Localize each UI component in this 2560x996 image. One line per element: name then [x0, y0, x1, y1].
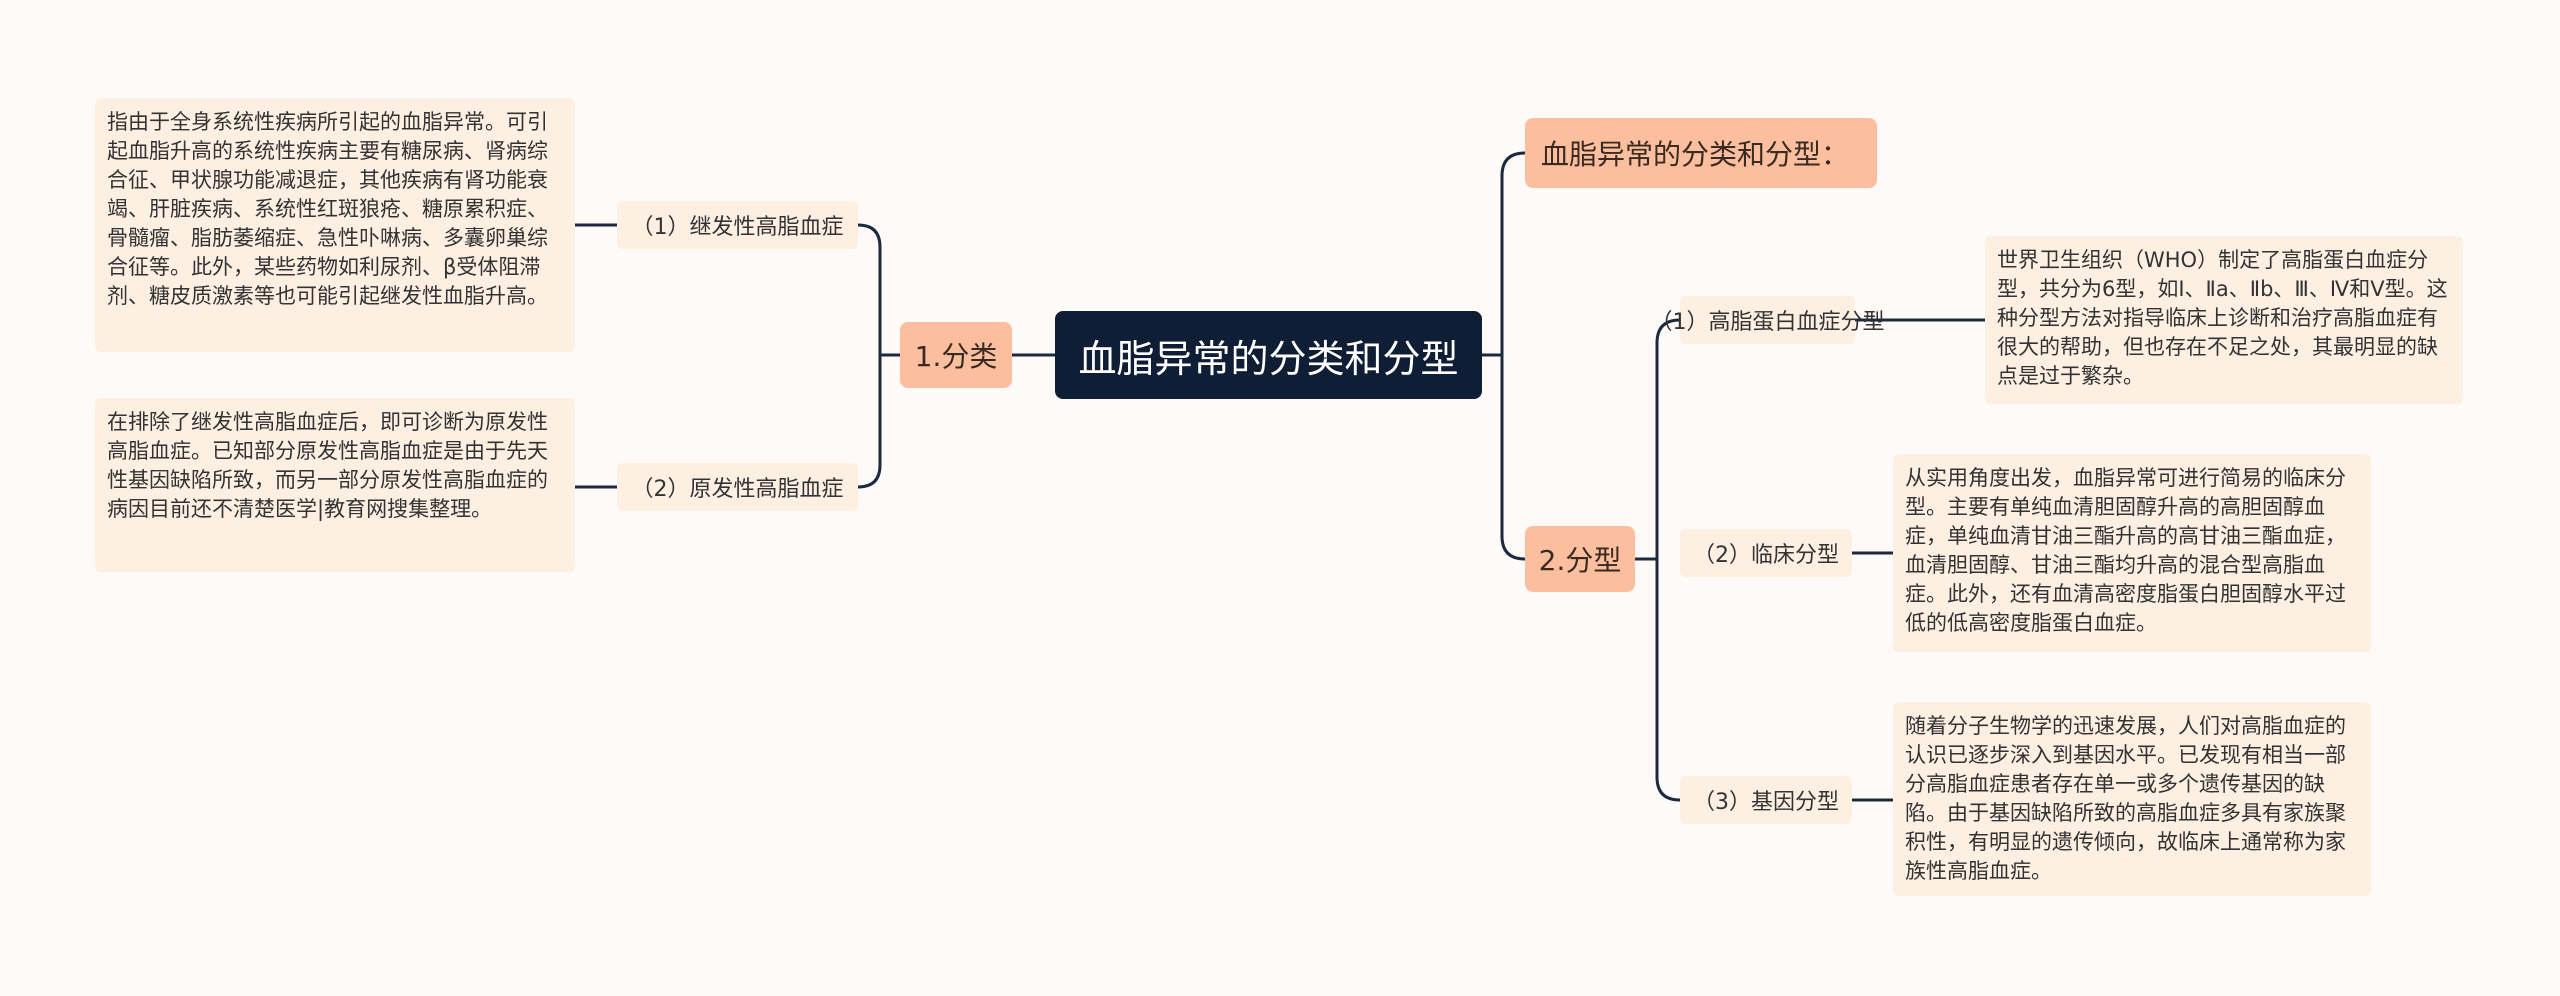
- connector-typing-children: [1633, 318, 1682, 802]
- connector-root-right: [1480, 151, 1527, 561]
- detail-secondary-hyperlipidemia: 指由于全身系统性疾病所引起的血脂异常。可引起血脂升高的系统性疾病主要有糖尿病、肾…: [95, 98, 575, 352]
- node-hyperlipoproteinemia-typing[interactable]: （1）高脂蛋白血症分型: [1651, 296, 1885, 344]
- branch-intro[interactable]: 血脂异常的分类和分型：: [1525, 118, 1877, 188]
- branch-typing[interactable]: 2.分型: [1525, 526, 1635, 592]
- node-gene-typing[interactable]: （3）基因分型: [1680, 776, 1852, 824]
- branch-classification[interactable]: 1.分类: [900, 322, 1012, 388]
- root-topic[interactable]: 血脂异常的分类和分型: [1055, 311, 1482, 399]
- detail-clinical-typing: 从实用角度出发，血脂异常可进行简易的临床分型。主要有单纯血清胆固醇升高的高胆固醇…: [1893, 454, 2371, 652]
- node-primary-hyperlipidemia[interactable]: （2）原发性高脂血症: [617, 463, 858, 511]
- detail-primary-hyperlipidemia: 在排除了继发性高脂血症后，即可诊断为原发性高脂血症。已知部分原发性高脂血症是由于…: [95, 398, 575, 572]
- detail-gene-typing: 随着分子生物学的迅速发展，人们对高脂血症的认识已逐步深入到基因水平。已发现有相当…: [1893, 702, 2371, 896]
- node-clinical-typing[interactable]: （2）临床分型: [1680, 529, 1852, 577]
- connector-classification-children: [856, 223, 902, 489]
- detail-hyperlipoproteinemia-typing: 世界卫生组织（WHO）制定了高脂蛋白血症分型，共分为6型，如Ⅰ、Ⅱa、Ⅱb、Ⅲ、…: [1985, 236, 2463, 404]
- node-secondary-hyperlipidemia[interactable]: （1）继发性高脂血症: [617, 201, 858, 249]
